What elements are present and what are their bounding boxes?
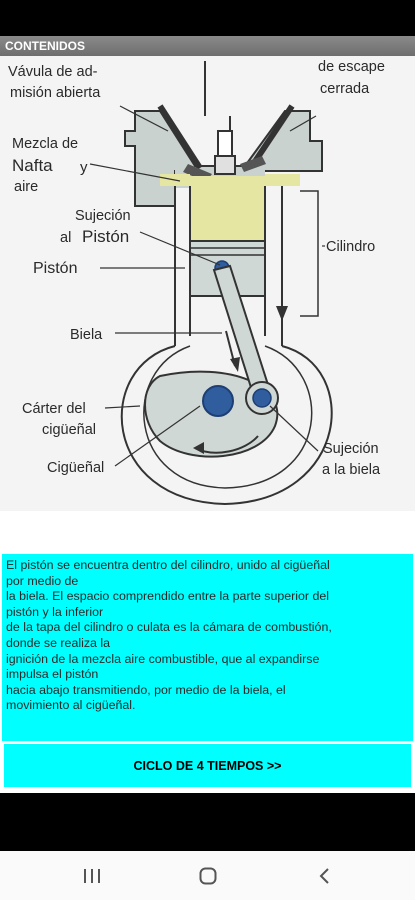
rotation-arrows (193, 330, 259, 454)
label-mixture-y: y (80, 159, 88, 176)
label-crankcase-2: cigüeñal (42, 422, 96, 438)
crankshaft (144, 370, 279, 458)
label-exhaust-valve-1: de escape (318, 59, 385, 75)
back-icon[interactable] (304, 861, 344, 891)
label-piston-pin-2b: Pistón (82, 227, 129, 246)
label-piston-pin-2a: al (60, 230, 71, 246)
home-icon[interactable] (188, 861, 228, 891)
label-intake-valve-2: misión abierta (10, 85, 101, 101)
cycle-4-strokes-button[interactable]: CICLO DE 4 TIEMPOS >> (4, 744, 411, 787)
label-mixture-1: Mezcla de (12, 136, 78, 152)
label-cylinder: Cilindro (326, 239, 375, 255)
label-mixture-2: Nafta (12, 156, 53, 175)
exhaust-valve (240, 104, 295, 172)
label-piston: Pistón (33, 260, 77, 277)
label-crankcase-1: Cárter del (22, 401, 86, 417)
engine-diagram: Vávula de ad- misión abierta de escape c… (0, 56, 415, 511)
status-bar (0, 0, 415, 36)
combustion-chamber (160, 174, 300, 241)
system-nav-bar (0, 851, 415, 900)
label-intake-valve-1: Vávula de ad- (8, 64, 98, 80)
leader-lines (89, 105, 325, 467)
label-rod-joint-1: Sujeción (323, 441, 379, 457)
label-exhaust-valve-2: cerrada (320, 81, 370, 97)
description-box: El pistón se encuentra dentro del cilind… (2, 554, 413, 741)
label-connecting-rod: Biela (70, 327, 103, 343)
app-header: CONTENIDOS (0, 36, 415, 56)
label-rod-joint-2: a la biela (322, 462, 381, 478)
spark-plug (204, 61, 236, 175)
label-mixture-3: aire (14, 179, 38, 195)
label-crankshaft: Cigüeñal (47, 460, 104, 476)
label-piston-pin-1: Sujeción (75, 208, 131, 224)
content-area: Vávula de ad- misión abierta de escape c… (0, 56, 415, 793)
recent-apps-icon[interactable] (72, 861, 112, 891)
header-title: CONTENIDOS (5, 39, 86, 53)
